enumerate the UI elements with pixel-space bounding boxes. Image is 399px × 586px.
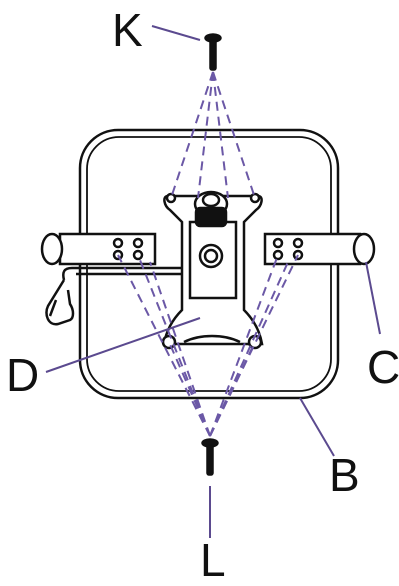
gas-lift-socket-inner	[203, 248, 219, 264]
tension-knob	[193, 190, 229, 228]
left-arm-hole	[112, 249, 124, 261]
left-arm-hole	[112, 237, 124, 249]
screw-l	[201, 438, 219, 476]
left-arm-tube	[58, 232, 157, 266]
label-l: L	[200, 534, 226, 586]
install-guide-lines	[117, 71, 299, 437]
tilt-mechanism	[161, 192, 264, 350]
label-leaders	[45, 25, 381, 538]
adjustment-lever	[45, 266, 190, 326]
label-b: B	[329, 449, 360, 501]
right-arm-hole	[272, 249, 284, 261]
right-arm-hole	[272, 237, 284, 249]
mechanism-screw-hole	[161, 334, 177, 350]
label-d: D	[6, 349, 40, 401]
right-arm-hole	[292, 237, 304, 249]
knob-grip	[194, 206, 228, 228]
knob-top	[201, 192, 221, 208]
lever-handle-detail	[48, 299, 58, 317]
leader-c	[365, 261, 381, 335]
right-armrest-mount	[263, 232, 376, 266]
mechanism-screw-hole	[249, 192, 261, 204]
left-armrest-mount	[40, 232, 157, 266]
left-arm-hole	[132, 237, 144, 249]
chair-seat-assembly-diagram: K D C B L	[6, 4, 399, 583]
lever-rod	[62, 266, 190, 281]
screw-k	[204, 33, 222, 71]
mechanism-screw-hole	[165, 192, 177, 204]
leader-b	[299, 397, 335, 457]
leader-d	[45, 317, 201, 373]
right-arm-tube-end	[352, 232, 376, 266]
diagram-svg	[40, 25, 381, 538]
left-arm-hole	[132, 249, 144, 261]
label-k: K	[112, 4, 143, 56]
lever-handle	[45, 279, 75, 326]
left-arm-tube-end	[40, 232, 64, 266]
label-c: C	[367, 341, 399, 393]
mechanism-front-edge	[183, 334, 241, 344]
leader-k	[151, 25, 201, 41]
